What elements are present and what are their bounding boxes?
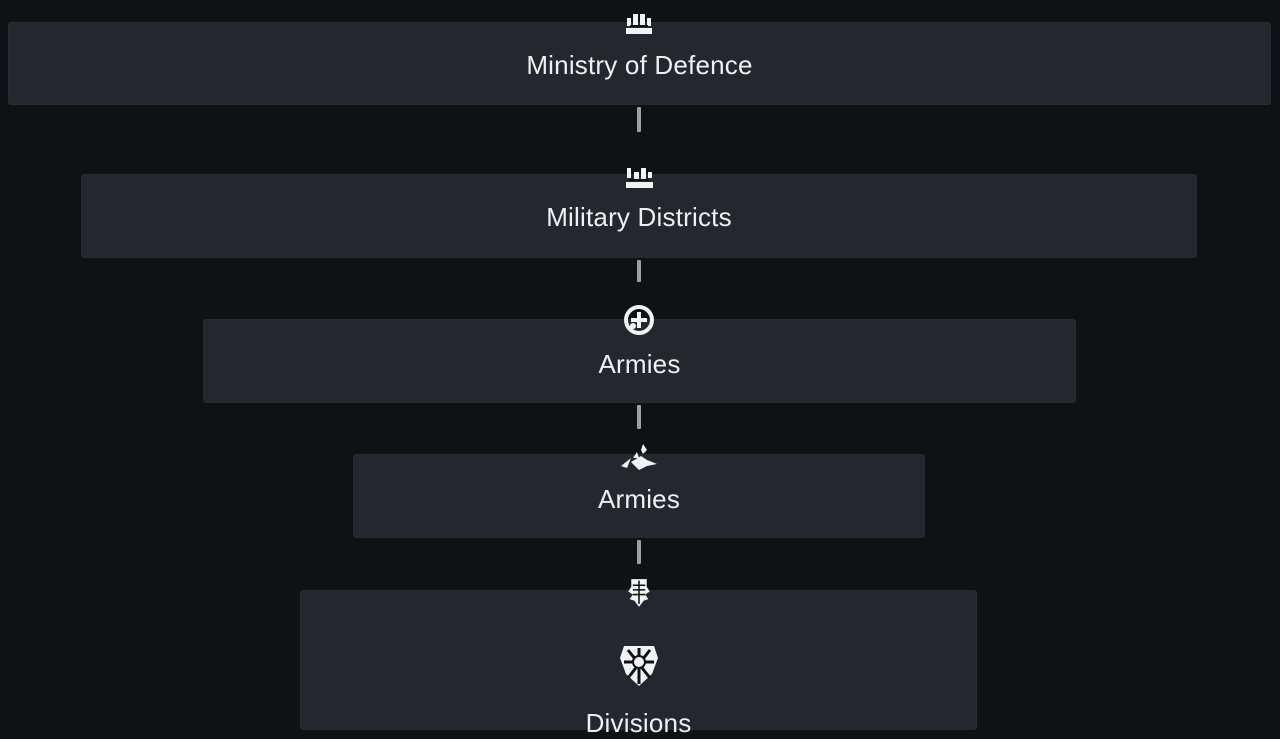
level-box-military-districts: Military Districts [81,174,1197,258]
connector-line [637,260,641,282]
level-label-military-districts: Military Districts [546,202,732,232]
level-label-ministry: Ministry of Defence [526,50,753,80]
crown-emblem-icon [617,160,661,194]
heraldic-shield-icon [614,640,664,690]
eagle-emblem-icon [617,440,661,474]
crown-emblem-icon [617,8,661,42]
connector-line [637,540,641,564]
level-box-ministry: Ministry of Defence [8,22,1271,105]
level-label-armies-secondary: Armies [597,484,681,514]
level-label-divisions: Divisions [585,708,692,738]
crest-emblem-icon [617,576,661,610]
org-chart: Ministry of Defence Military Districts A… [8,8,1271,738]
connector-line [637,107,641,132]
level-label-armies: Armies [598,349,681,379]
connector-line [637,405,641,429]
globe-emblem-icon [617,302,661,336]
